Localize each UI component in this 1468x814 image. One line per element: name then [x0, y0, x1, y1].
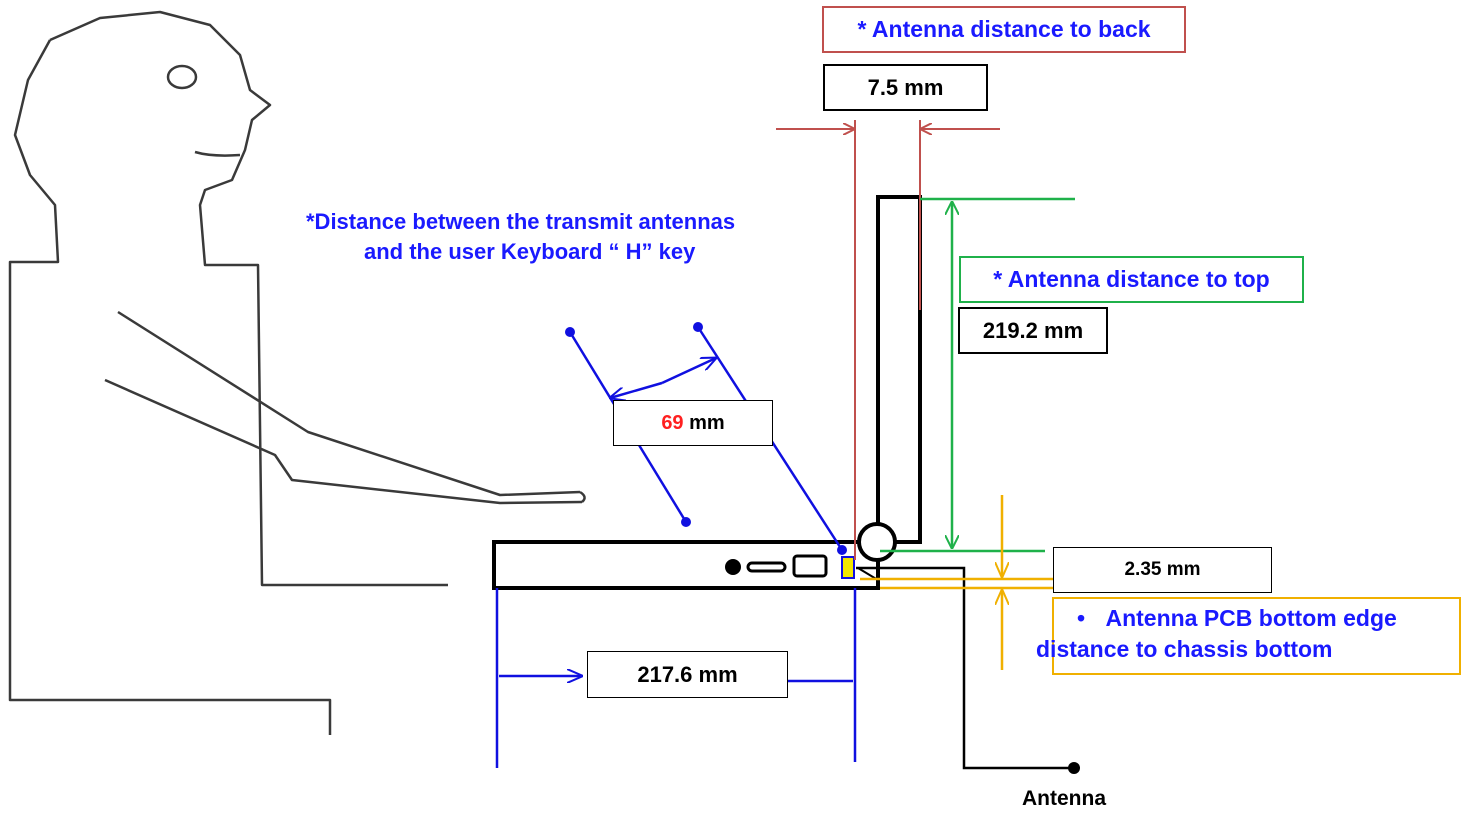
laptop-port-round [725, 559, 741, 575]
user-eye [166, 64, 198, 90]
bottom-value-box: 2.35 mm [1053, 547, 1272, 593]
back-title-box: * Antenna distance to back [822, 6, 1186, 53]
bottom-title-box [1052, 597, 1461, 675]
antenna-pcb [841, 556, 855, 579]
laptop-side-view-icon [492, 195, 922, 590]
horizontal-value-box: 217.6 mm [587, 651, 788, 698]
keyboard-title-line2: and the user Keyboard “ H” key [364, 239, 696, 264]
horizontal-value: 217.6 mm [637, 661, 738, 687]
top-value-box: 219.2 mm [958, 307, 1108, 354]
user-mouth [194, 150, 241, 157]
bottom-title-line2: distance to chassis bottom [1036, 636, 1333, 662]
laptop-base [492, 540, 880, 590]
laptop-port-slot [746, 561, 787, 573]
back-value-box: 7.5 mm [823, 64, 988, 111]
laptop-port-square [792, 554, 828, 578]
user-hand-tip [579, 490, 586, 503]
bottom-distance-dimension [860, 495, 1055, 670]
back-distance-dimension [776, 120, 1000, 560]
keyboard-value-box: 69 mm [613, 400, 773, 446]
keyboard-value-unit: mm [683, 411, 725, 434]
keyboard-title-line1: *Distance between the transmit antennas [306, 209, 736, 234]
bottom-title-line1: Antenna PCB bottom edge [1105, 605, 1397, 631]
antenna-label: Antenna [1022, 787, 1106, 810]
top-title-box: * Antenna distance to top [959, 256, 1304, 303]
user-arm-upper [117, 310, 581, 497]
top-value: 219.2 mm [982, 317, 1084, 343]
antenna-leader [856, 566, 1080, 774]
bottom-value: 2.35 mm [1124, 559, 1201, 580]
user-back-outline [8, 39, 332, 735]
user-arm-lower [104, 378, 583, 505]
back-title: * Antenna distance to back [857, 16, 1151, 42]
top-title: * Antenna distance to top [993, 266, 1270, 292]
keyboard-value-number: 69 [661, 411, 684, 434]
user-head-outline [49, 10, 448, 587]
top-distance-dimension [880, 197, 1075, 553]
laptop-lid [876, 195, 922, 544]
antenna-leader-dot [1068, 762, 1080, 774]
bottom-title-line1-wrap: • Antenna PCB bottom edge [1077, 605, 1397, 632]
user-silhouette-icon [8, 10, 586, 735]
bottom-title-bullet: • [1077, 605, 1086, 631]
laptop-hinge [857, 522, 897, 562]
back-value: 7.5 mm [867, 74, 944, 100]
